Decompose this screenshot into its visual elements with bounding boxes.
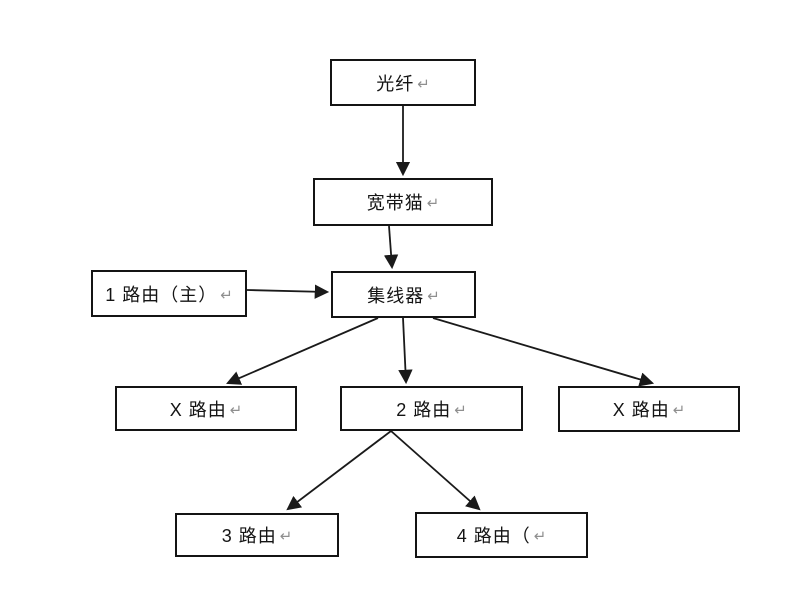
edge-router1_main-to-hub	[246, 284, 330, 299]
return-mark-icon: ↵	[220, 286, 233, 304]
node-hub-label: 集线器	[367, 285, 425, 306]
node-router4-label: 4 路由（	[456, 526, 531, 546]
edge-router2-to-router4	[390, 430, 481, 511]
node-router3: 3 路由↵	[175, 513, 339, 557]
node-routerX-left-label: X 路由	[169, 399, 227, 420]
return-mark-icon: ↵	[426, 195, 440, 212]
return-mark-icon: ↵	[229, 401, 243, 419]
edge-modem-to-hub	[383, 225, 399, 270]
return-mark-icon: ↵	[533, 528, 547, 545]
return-mark-icon: ↵	[427, 287, 440, 305]
edge-hub-to-routerX_right	[432, 317, 655, 387]
node-routerX-right: X 路由↵	[558, 386, 740, 432]
node-router1-main: 1 路由（主）↵	[91, 270, 247, 317]
return-mark-icon: ↵	[417, 75, 430, 93]
node-router1-main-label: 1 路由（主）	[105, 284, 218, 305]
edge-hub-to-router2	[398, 317, 413, 385]
node-routerX-right-label: X 路由	[612, 400, 670, 420]
edge-router2-to-router3	[286, 430, 392, 511]
node-fiber: 光纤↵	[330, 59, 476, 106]
return-mark-icon: ↵	[672, 402, 686, 419]
node-router4: 4 路由（↵	[415, 512, 588, 558]
node-router2-label: 2 路由	[396, 399, 452, 420]
return-mark-icon: ↵	[279, 528, 293, 545]
return-mark-icon: ↵	[454, 401, 467, 419]
node-modem: 宽带猫↵	[313, 178, 493, 226]
node-fiber-label: 光纤	[376, 73, 415, 94]
node-router3-label: 3 路由	[221, 526, 277, 546]
node-hub: 集线器↵	[331, 271, 476, 318]
node-routerX-left: X 路由↵	[115, 386, 297, 431]
edge-hub-to-routerX_left	[226, 317, 379, 385]
node-modem-label: 宽带猫	[366, 193, 424, 213]
node-router2: 2 路由↵	[340, 386, 523, 431]
edge-lines	[226, 106, 655, 511]
